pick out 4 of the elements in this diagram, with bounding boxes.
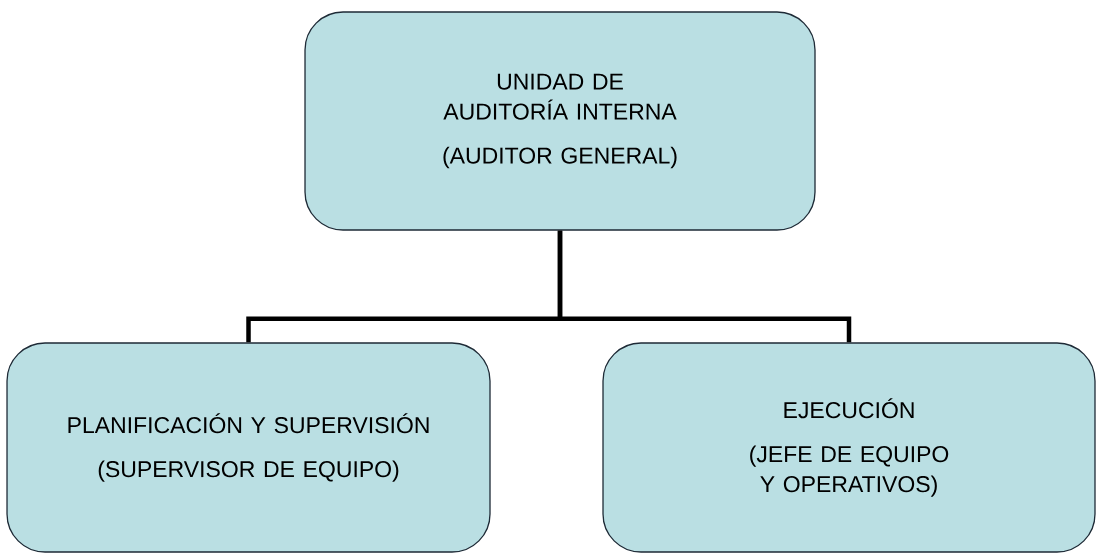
org-box: EJECUCIÓN (JEFE DE EQUIPO Y OPERATIVOS) [602, 342, 1096, 553]
org-box: PLANIFICACIÓN Y SUPERVISIÓN (SUPERVISOR DE EQUIPO) [6, 342, 491, 553]
org-box: UNIDAD DE AUDITORÍA INTERNA (AUDITOR GENERAL) [304, 11, 816, 231]
connector-line [557, 230, 852, 343]
